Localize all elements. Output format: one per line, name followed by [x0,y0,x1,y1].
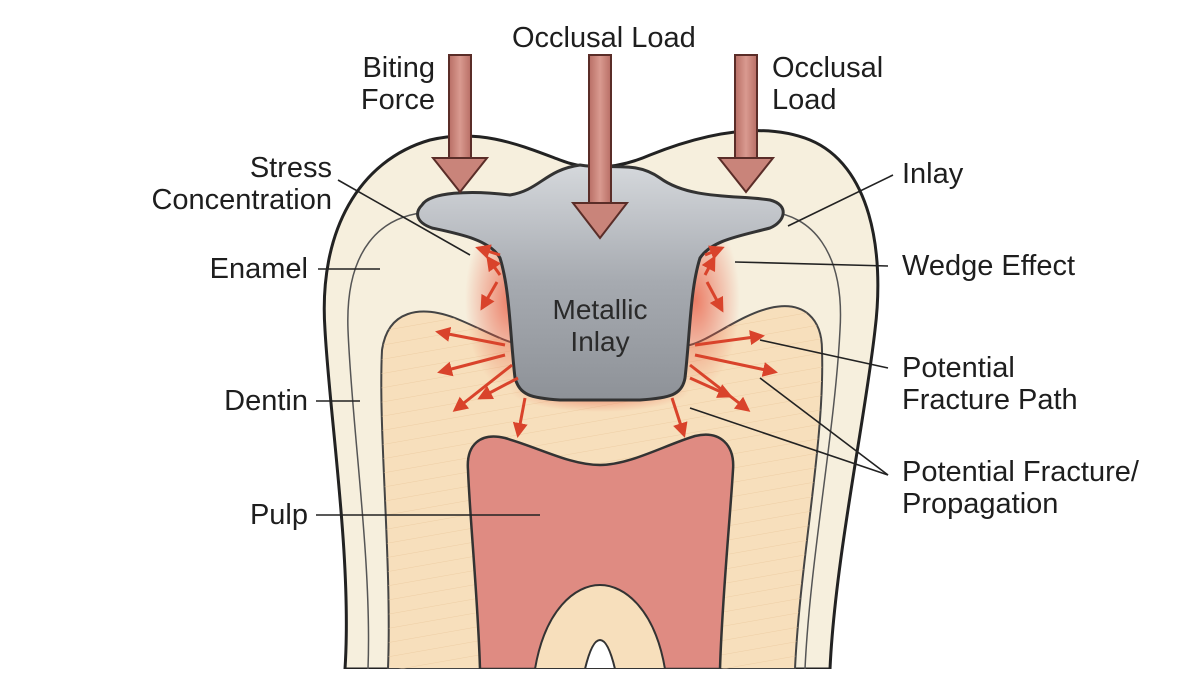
load-arrow-center [570,54,630,240]
label-potential-fracture-path-line1: Potential [902,352,1015,384]
label-stress-concentration: Stress Concentration [140,152,332,216]
label-metallic-inlay-line1: Metallic [552,294,648,325]
label-pulp: Pulp [249,499,308,531]
label-stress-concentration-line2: Concentration [151,184,332,216]
enamel-inner-line [347,211,431,670]
label-dentin: Dentin [224,385,308,417]
load-arrow-right [716,54,776,194]
root-canal [533,583,667,670]
label-wedge-effect: Wedge Effect [902,250,1076,282]
enamel-inner-line-right [769,211,842,670]
label-potential-fracture-propagation: Potential Fracture/ Propagation [902,456,1182,520]
label-occlusal-load-top: Occlusal Load [512,22,696,54]
label-enamel: Enamel [209,253,308,285]
label-potential-fracture-path: Potential Fracture Path [902,352,1102,416]
metallic-inlay-shape [416,163,785,402]
label-potential-fracture-propagation-line2: Propagation [902,488,1059,520]
label-inlay: Inlay [902,158,964,190]
pulp-shape [466,433,735,671]
label-metallic-inlay: Metallic Inlay [530,294,670,358]
label-potential-fracture-propagation-line1: Potential Fracture/ [902,456,1139,488]
label-biting-force-line2: Force [360,84,435,116]
label-occlusal-load-right: Occlusal Load [772,52,902,116]
label-stress-concentration-line1: Stress [249,152,332,184]
label-biting-force-line1: Biting [362,52,435,84]
label-occlusal-load-right-line1: Occlusal [772,52,884,84]
stress-arrows-left [435,244,528,438]
label-biting-force: Biting Force [330,52,435,116]
label-potential-fracture-path-line2: Fracture Path [902,384,1078,416]
stress-arrows-right [670,245,778,438]
leader-lines [316,174,894,516]
label-occlusal-load-right-line2: Load [772,84,837,116]
load-arrow-left [430,54,490,194]
label-metallic-inlay-line2: Inlay [570,326,630,357]
